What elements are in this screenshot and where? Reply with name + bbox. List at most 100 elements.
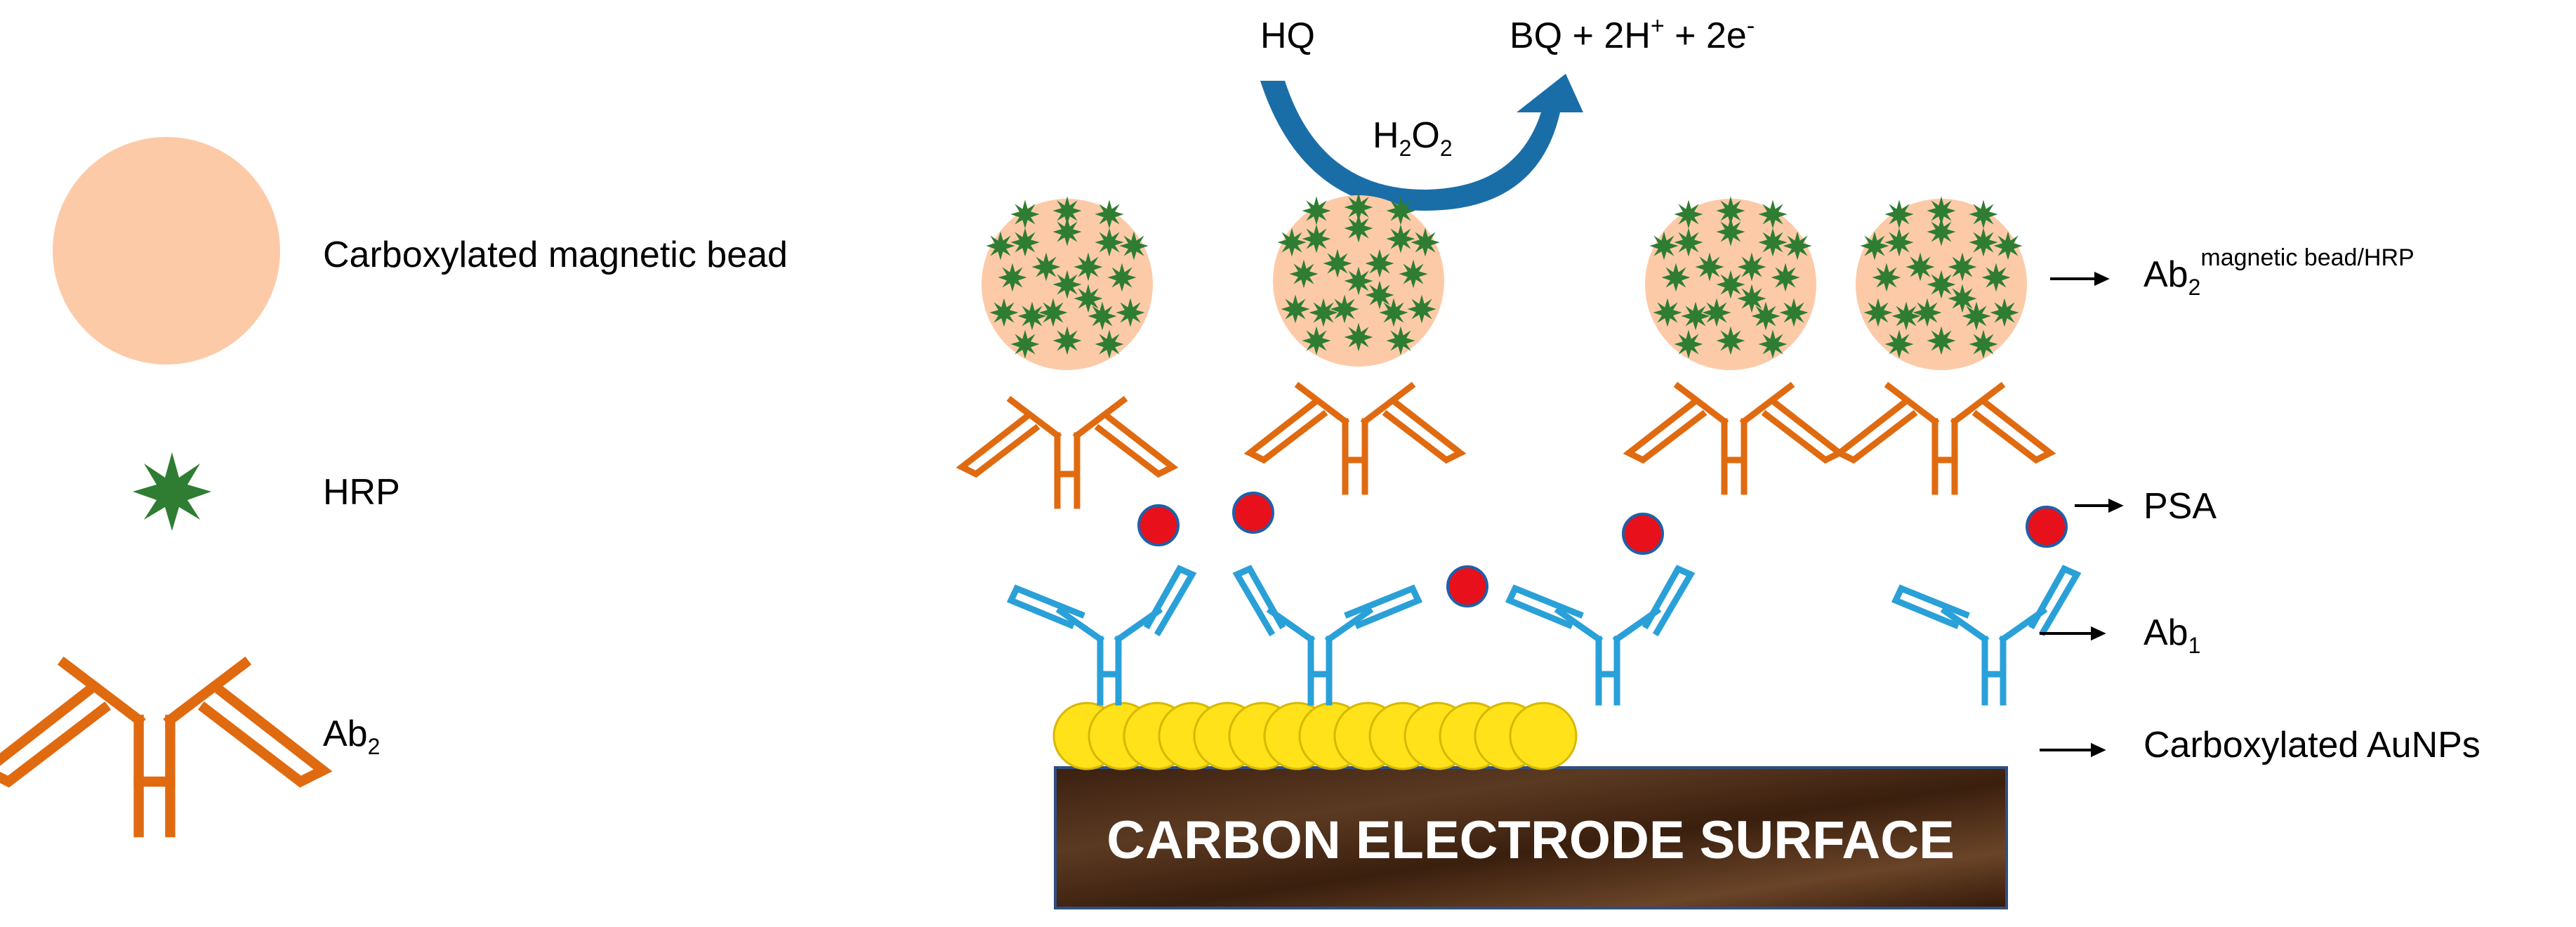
hrp-enzyme bbox=[1010, 228, 1040, 257]
hrp-enzyme bbox=[998, 263, 1027, 292]
hrp-enzyme bbox=[1323, 249, 1352, 278]
psa-antigen bbox=[1446, 565, 1488, 607]
hrp-enzyme bbox=[1702, 298, 1731, 327]
hrp-enzyme bbox=[1751, 301, 1781, 331]
hrp-enzyme bbox=[1344, 266, 1373, 296]
hrp-enzyme bbox=[1771, 263, 1800, 292]
hrp-enzyme bbox=[1884, 329, 1914, 359]
aunp-particle bbox=[1509, 702, 1578, 770]
hrp-enzyme bbox=[1783, 231, 1812, 261]
hrp-enzyme bbox=[1074, 284, 1103, 313]
legend-magnetic-bead bbox=[53, 137, 280, 364]
hrp-enzyme bbox=[1407, 294, 1436, 324]
ab1-antibody bbox=[1510, 569, 1691, 702]
psa-antigen bbox=[2026, 506, 2068, 548]
product-label: BQ + 2H+ + 2e- bbox=[1510, 13, 1755, 56]
hrp-enzyme bbox=[1302, 326, 1331, 355]
hrp-enzyme bbox=[1737, 284, 1766, 313]
hrp-enzyme bbox=[1716, 196, 1745, 225]
hrp-enzyme bbox=[1863, 298, 1893, 327]
ab2-antibody bbox=[962, 400, 1173, 506]
hrp-enzyme bbox=[1674, 329, 1703, 359]
hrp-enzyme bbox=[1884, 199, 1914, 229]
hrp-enzyme bbox=[1948, 284, 1977, 313]
hrp-enzyme bbox=[1289, 259, 1319, 289]
hrp-enzyme bbox=[1860, 231, 1889, 261]
hrp-enzyme bbox=[1302, 196, 1331, 225]
hrp-enzyme bbox=[1779, 298, 1809, 327]
hrp-enzyme bbox=[1969, 199, 1998, 229]
hrp-enzyme bbox=[1905, 252, 1935, 282]
hrp-enzyme bbox=[1891, 301, 1921, 331]
hrp-enzyme bbox=[1990, 298, 2019, 327]
hrp-enzyme bbox=[1010, 329, 1040, 359]
magnetic-bead-hrp-complex bbox=[1273, 192, 1444, 367]
hrp-enzyme bbox=[1074, 252, 1103, 282]
hrp-enzyme bbox=[1716, 270, 1745, 299]
hrp-enzyme bbox=[1088, 301, 1117, 331]
hrp-enzyme bbox=[1872, 263, 1901, 292]
hrp-enzyme bbox=[1010, 199, 1040, 229]
hrp-enzyme bbox=[1969, 228, 1998, 257]
catalyst-h2o2: H2O2 bbox=[1373, 115, 1453, 161]
hrp-enzyme bbox=[1309, 298, 1338, 327]
hrp-enzyme bbox=[1716, 326, 1745, 355]
hrp-enzyme bbox=[1927, 270, 1956, 299]
hrp-enzyme bbox=[1674, 199, 1703, 229]
psa-antigen bbox=[1232, 492, 1274, 534]
label-aunps: Carboxylated AuNPs bbox=[2144, 725, 2481, 765]
hrp-enzyme bbox=[1386, 224, 1415, 254]
hrp-enzyme bbox=[1737, 252, 1766, 282]
hrp-enzyme bbox=[1095, 199, 1124, 229]
ab2-antibody bbox=[1839, 386, 2050, 492]
magnetic-bead-hrp-complex bbox=[1856, 196, 2027, 370]
hrp-enzyme bbox=[1365, 280, 1394, 310]
hrp-enzyme bbox=[1674, 228, 1703, 257]
hrp-enzyme bbox=[1386, 196, 1415, 225]
reactant-hq: HQ bbox=[1260, 15, 1315, 56]
hrp-enzyme bbox=[1379, 298, 1408, 327]
hrp-enzyme bbox=[1695, 252, 1724, 282]
ab1-antibody bbox=[1896, 569, 2077, 702]
hrp-enzyme bbox=[1052, 326, 1082, 355]
label-ab2-complex: Ab2magnetic bead/HRP bbox=[2144, 244, 2415, 300]
magnetic-bead-hrp-complex bbox=[982, 196, 1153, 370]
hrp-enzyme bbox=[1969, 329, 1998, 359]
hrp-enzyme bbox=[1095, 329, 1124, 359]
hrp-enzyme bbox=[1365, 249, 1394, 278]
hrp-enzyme bbox=[989, 298, 1019, 327]
hrp-enzyme bbox=[1302, 224, 1331, 254]
hrp-enzyme bbox=[1344, 192, 1373, 222]
label-psa: PSA bbox=[2144, 486, 2217, 527]
hrp-enzyme bbox=[1681, 301, 1710, 331]
hrp-enzyme bbox=[1962, 301, 1991, 331]
hrp-enzyme bbox=[1386, 326, 1415, 355]
hrp-enzyme bbox=[1116, 298, 1145, 327]
ab1-antibody bbox=[1237, 569, 1418, 702]
hrp-enzyme bbox=[986, 231, 1015, 261]
hrp-enzyme bbox=[1095, 228, 1124, 257]
legend-hrp-icon bbox=[133, 452, 211, 531]
psa-antigen bbox=[1137, 504, 1180, 546]
hrp-enzyme bbox=[1927, 326, 1956, 355]
hrp-enzyme bbox=[1913, 298, 1942, 327]
hrp-enzyme bbox=[1038, 298, 1068, 327]
hrp-enzyme bbox=[1758, 199, 1788, 229]
hrp-enzyme bbox=[1107, 263, 1137, 292]
hrp-enzyme bbox=[1344, 322, 1373, 352]
hrp-enzyme bbox=[1948, 252, 1977, 282]
hrp-enzyme bbox=[1661, 263, 1691, 292]
ab2-antibody bbox=[1629, 386, 1839, 492]
hrp-enzyme bbox=[1017, 301, 1047, 331]
ab2-antibody bbox=[1250, 386, 1460, 492]
hrp-enzyme bbox=[1052, 196, 1082, 225]
electrode-label: CARBON ELECTRODE SURFACE bbox=[1107, 810, 1955, 870]
legend-hrp-label: HRP bbox=[323, 472, 400, 513]
hrp-enzyme bbox=[1031, 252, 1061, 282]
hrp-enzyme bbox=[1653, 298, 1682, 327]
hrp-enzyme bbox=[1981, 263, 2011, 292]
hrp-enzyme bbox=[1758, 228, 1788, 257]
label-ab1: Ab1 bbox=[2144, 612, 2200, 658]
pointer-arrow bbox=[2040, 271, 2124, 758]
